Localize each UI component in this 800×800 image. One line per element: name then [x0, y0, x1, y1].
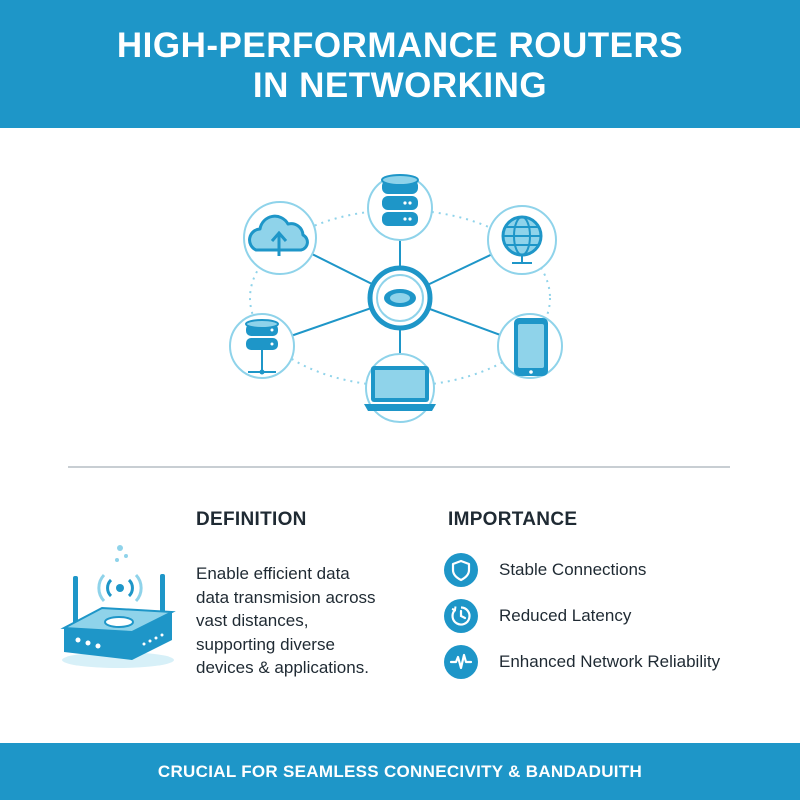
definition-line: devices & applications.	[196, 658, 369, 677]
importance-item-reliability: Enhanced Network Reliability	[444, 645, 784, 679]
globe-icon	[487, 205, 557, 275]
title-line-1: HIGH-PERFORMANCE ROUTERS	[116, 26, 684, 65]
database-server-icon	[367, 174, 433, 241]
importance-label: Stable Connections	[499, 560, 647, 579]
importance-label: Reduced Latency	[499, 606, 632, 625]
wifi-router-icon	[60, 545, 176, 668]
definition-line: data transmision across	[196, 587, 376, 607]
page-title: HIGH-PERFORMANCE ROUTERS IN NETWORKING	[0, 0, 800, 106]
importance-item-latency: Reduced Latency	[444, 599, 784, 633]
definition-title: DEFINITION	[196, 509, 307, 530]
definition-line: supporting diverse	[196, 634, 335, 654]
footer-banner: CRUCIAL FOR SEAMLESS CONNECIVITY & BANDA…	[0, 743, 800, 800]
shield-icon	[444, 553, 478, 587]
clock-icon	[444, 599, 478, 633]
smartphone-icon	[497, 313, 563, 379]
cloud-upload-icon	[243, 201, 317, 275]
importance-item-stable: Stable Connections	[444, 553, 784, 587]
definition-line: vast distances,	[196, 611, 309, 630]
router-hub-icon	[367, 265, 433, 331]
section-divider	[68, 466, 730, 468]
network-diagram	[229, 174, 563, 423]
header-banner: HIGH-PERFORMANCE ROUTERS IN NETWORKING	[0, 0, 800, 128]
footer-text: CRUCIAL FOR SEAMLESS CONNECIVITY & BANDA…	[157, 762, 643, 781]
definition-line: Enable efficient data	[196, 564, 350, 583]
importance-title: IMPORTANCE	[448, 509, 578, 530]
title-line-2: IN NETWORKING	[252, 66, 548, 105]
importance-label: Enhanced Network Reliability	[499, 652, 721, 671]
pulse-icon	[444, 645, 478, 679]
laptop-icon	[364, 353, 436, 423]
definition-text: Enable efficient data data transmision a…	[196, 562, 426, 680]
server-stack-icon	[229, 313, 295, 379]
